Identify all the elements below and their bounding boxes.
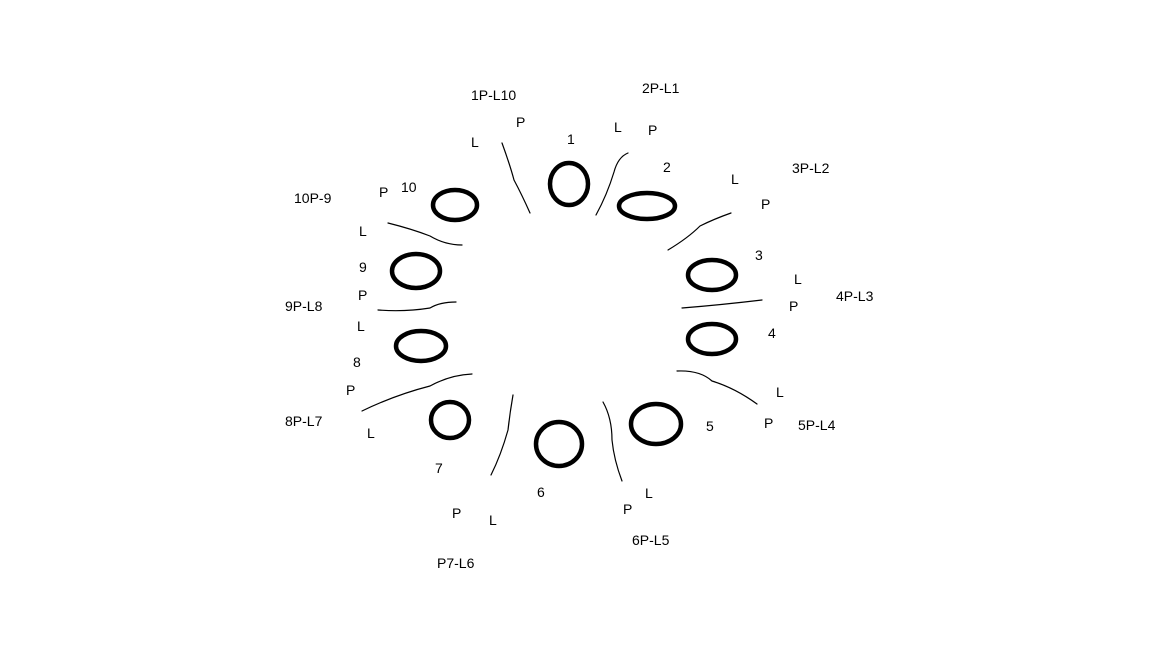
cell-number: 5 (706, 418, 714, 434)
marker-p: P (764, 415, 773, 431)
cell-number: 9 (359, 259, 367, 275)
marker-l: L (489, 512, 497, 528)
cell-number: 6 (537, 484, 545, 500)
marker-l: L (357, 318, 365, 334)
boundary-label: 5P-L4 (798, 417, 836, 433)
cell-1-outline (547, 160, 591, 208)
cell-6-outline (533, 419, 585, 469)
marker-p: P (789, 298, 798, 314)
marker-p: P (648, 122, 657, 138)
marker-l: L (614, 119, 622, 135)
cell-number: 8 (353, 354, 361, 370)
separator-10 (387, 222, 463, 246)
cell-3-outline (685, 257, 739, 293)
boundary-label: 4P-L3 (836, 288, 874, 304)
marker-p: P (346, 382, 355, 398)
cell-7-outline (428, 399, 472, 441)
separator-8 (361, 373, 473, 412)
marker-l: L (645, 485, 653, 501)
cell-9-outline (389, 251, 443, 291)
marker-p: P (761, 196, 770, 212)
marker-p: P (358, 287, 367, 303)
boundary-label: 8P-L7 (285, 413, 323, 429)
marker-l: L (471, 134, 479, 150)
separator-4 (681, 299, 763, 309)
marker-p: P (516, 114, 525, 130)
cell-number: 1 (567, 131, 575, 147)
separator-5 (676, 370, 758, 405)
marker-p: P (379, 184, 388, 200)
separator-lines (361, 142, 763, 482)
cell-5-outline (628, 401, 684, 447)
cell-number: 2 (663, 159, 671, 175)
cell-10-outline (430, 187, 480, 223)
separator-7 (490, 394, 514, 476)
cell-number: 10 (401, 179, 417, 195)
cell-2-outline (616, 190, 678, 222)
boundary-label: 9P-L8 (285, 298, 323, 314)
marker-l: L (359, 223, 367, 239)
cell-numbers: 1 2 3 4 5 6 7 8 9 10 (353, 131, 776, 500)
boundary-label: 6P-L5 (632, 532, 670, 548)
boundary-label: 2P-L1 (642, 80, 680, 96)
marker-p: P (452, 505, 461, 521)
cell-8-outline (393, 328, 449, 364)
boundary-names: 1P-L10 2P-L1 3P-L2 4P-L3 5P-L4 6P-L5 P7-… (285, 80, 874, 571)
separator-6 (602, 401, 623, 482)
separator-9 (377, 301, 457, 312)
marker-l: L (367, 425, 375, 441)
separator-2 (595, 152, 629, 216)
cell-4-outline (685, 321, 739, 357)
boundary-label: 3P-L2 (792, 160, 830, 176)
cell-outlines (389, 160, 739, 469)
separator-1 (501, 142, 531, 214)
marker-p: P (623, 501, 632, 517)
boundary-label: 10P-9 (294, 190, 332, 206)
marker-l: L (731, 171, 739, 187)
boundary-label: P7-L6 (437, 555, 475, 571)
cell-number: 7 (435, 460, 443, 476)
marker-l: L (794, 271, 802, 287)
marker-l: L (776, 384, 784, 400)
cell-number: 3 (755, 247, 763, 263)
boundary-markers: L P L P L P L P L P L P L P L P L P L P (346, 114, 802, 528)
boundary-label: 1P-L10 (471, 87, 516, 103)
separator-3 (667, 212, 732, 251)
cell-number: 4 (768, 325, 776, 341)
